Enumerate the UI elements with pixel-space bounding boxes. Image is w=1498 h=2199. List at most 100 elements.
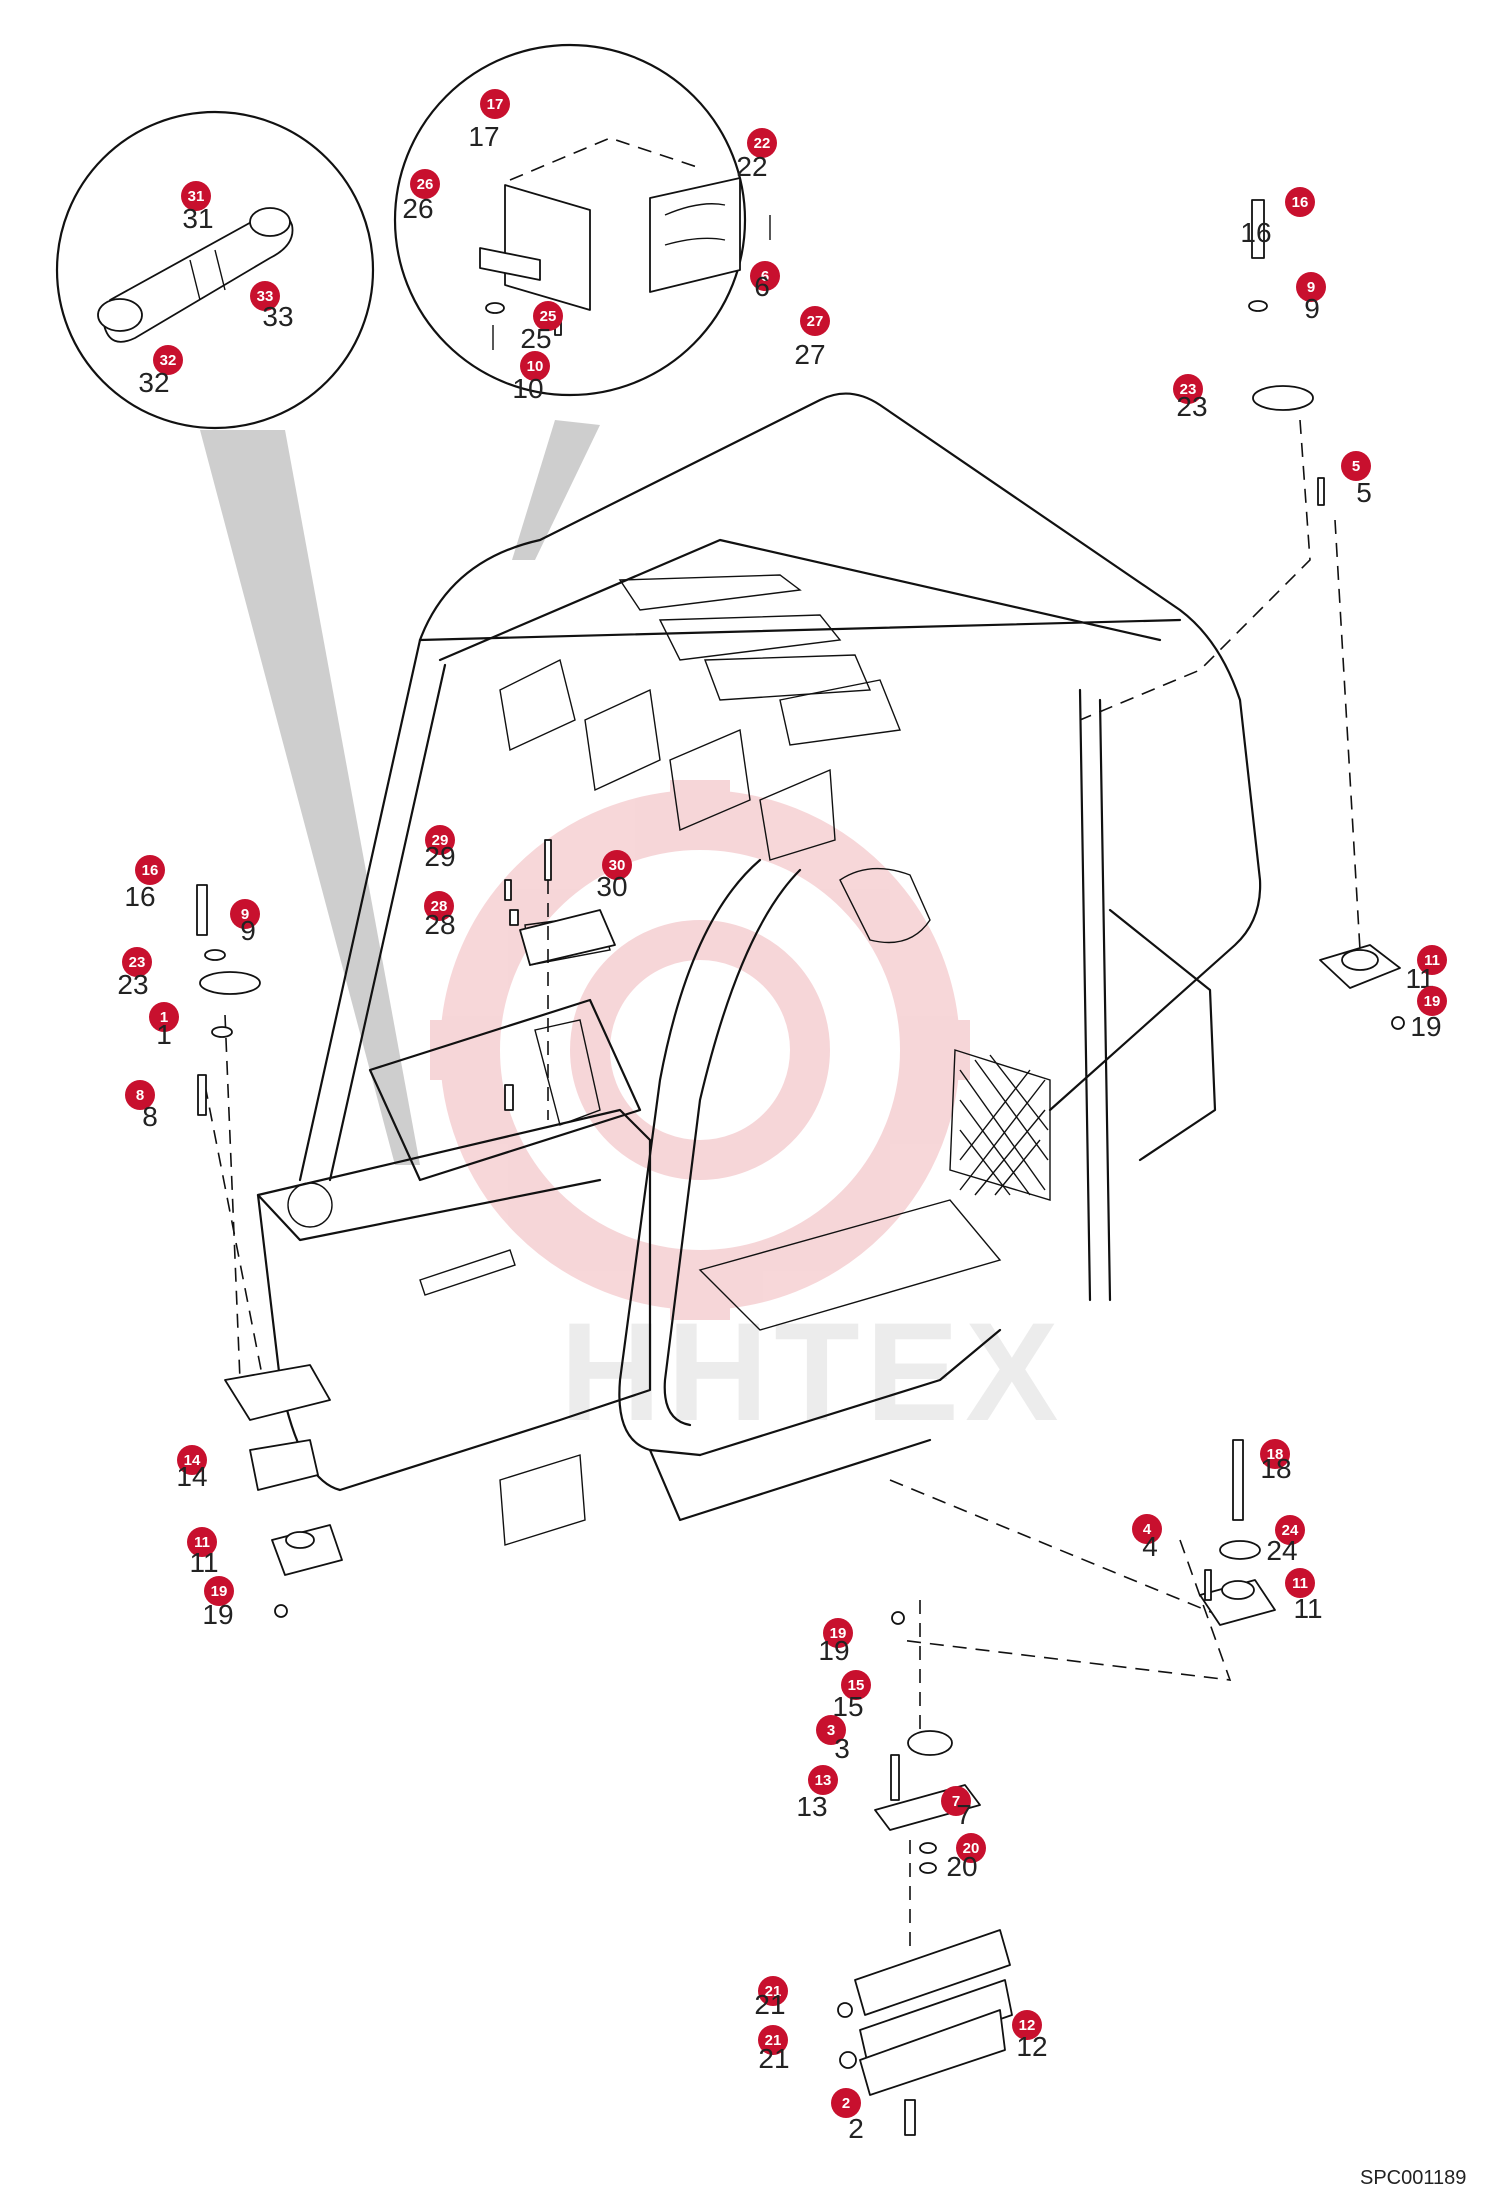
callout-badge-number: 3: [827, 1722, 835, 1739]
callout-badge-number: 10: [527, 358, 544, 375]
callout-badge[interactable]: [941, 1786, 971, 1816]
callout-badge[interactable]: [750, 261, 780, 291]
callout-badge[interactable]: [181, 181, 211, 211]
callout-part-label: 22: [736, 151, 767, 182]
callout-badge[interactable]: [841, 1670, 871, 1700]
callout-badge[interactable]: [1285, 1568, 1315, 1598]
callout-badge-number: 9: [1307, 279, 1315, 296]
callout-badge[interactable]: [800, 306, 830, 336]
callout-part-label: 14: [176, 1461, 207, 1492]
callout-part-label: 30: [596, 871, 627, 902]
callout-badge[interactable]: [177, 1445, 207, 1475]
callout-badge-number: 11: [1292, 1575, 1308, 1592]
callout-badge-number: 26: [417, 176, 434, 193]
callout-part-label: 18: [1260, 1453, 1291, 1484]
watermark-text: HHTEX: [560, 1293, 1064, 1450]
callout-badge[interactable]: [1417, 945, 1447, 975]
callout-part-label: 24: [1266, 1535, 1297, 1566]
callout-badge[interactable]: [187, 1527, 217, 1557]
callout-badge-number: 19: [1424, 993, 1441, 1010]
callout-badge-number: 8: [136, 1087, 144, 1104]
callout-badge[interactable]: [122, 947, 152, 977]
callout-badge[interactable]: [831, 2088, 861, 2118]
callout-badge[interactable]: [823, 1618, 853, 1648]
callout-c5: 55: [1341, 451, 1372, 508]
callout-badge[interactable]: [747, 128, 777, 158]
callout-badge-number: 19: [830, 1625, 847, 1642]
callout-c3: 33: [816, 1715, 850, 1764]
callout-badge[interactable]: [230, 899, 260, 929]
callout-badge-number: 11: [194, 1534, 210, 1551]
magnifier-cone-right: [512, 420, 600, 560]
callout-badge-number: 9: [241, 906, 249, 923]
callout-badge[interactable]: [808, 1765, 838, 1795]
callout-badge[interactable]: [1341, 451, 1371, 481]
callout-badge-number: 2: [842, 2095, 850, 2112]
callout-badge[interactable]: [153, 345, 183, 375]
callout-part-label: 8: [142, 1101, 158, 1132]
callout-badge[interactable]: [1285, 187, 1315, 217]
callout-badge[interactable]: [480, 89, 510, 119]
callout-badge-number: 7: [952, 1793, 960, 1810]
callout-badge-number: 13: [815, 1772, 832, 1789]
callout-badge-number: 5: [1352, 458, 1360, 475]
callout-badge-number: 1: [160, 1009, 168, 1026]
callout-badge[interactable]: [602, 850, 632, 880]
callout-badge[interactable]: [1132, 1514, 1162, 1544]
callout-badge-number: 6: [761, 268, 769, 285]
callout-part-label: 25: [520, 323, 551, 354]
callout-badge[interactable]: [410, 169, 440, 199]
callout-layer: 3131333332321717262625251010222266272716…: [117, 89, 1447, 2144]
callout-part-label: 9: [240, 915, 256, 946]
callout-badge[interactable]: [1417, 986, 1447, 1016]
callout-badge[interactable]: [758, 2025, 788, 2055]
callout-badge[interactable]: [424, 891, 454, 921]
callout-part-label: 23: [117, 969, 148, 1000]
callout-badge-number: 21: [765, 1983, 782, 2000]
callout-badge-number: 16: [1292, 194, 1309, 211]
callout-badge[interactable]: [425, 825, 455, 855]
callout-badge[interactable]: [1296, 272, 1326, 302]
callout-badge-number: 25: [540, 308, 557, 325]
callout-badge-number: 4: [1143, 1521, 1152, 1538]
callout-badge-number: 11: [1424, 952, 1440, 969]
callout-badge[interactable]: [816, 1715, 846, 1745]
callout-badge[interactable]: [1012, 2010, 1042, 2040]
callout-c7: 77: [941, 1786, 972, 1830]
callout-badge-number: 33: [257, 288, 274, 305]
callout-badge[interactable]: [250, 281, 280, 311]
callout-c4: 44: [1132, 1514, 1162, 1562]
callout-badge-number: 31: [188, 188, 205, 205]
callout-badge[interactable]: [758, 1976, 788, 2006]
callout-badge[interactable]: [204, 1576, 234, 1606]
callout-badge-number: 23: [129, 954, 146, 971]
callout-badge[interactable]: [520, 351, 550, 381]
callout-badge[interactable]: [125, 1080, 155, 1110]
callout-part-label: 3: [834, 1733, 850, 1764]
callout-badge[interactable]: [135, 855, 165, 885]
callout-badge[interactable]: [956, 1833, 986, 1863]
callout-badge[interactable]: [1275, 1515, 1305, 1545]
callout-part-label: 19: [202, 1599, 233, 1630]
callout-part-label: 13: [796, 1791, 827, 1822]
callout-badge[interactable]: [149, 1002, 179, 1032]
callout-badge[interactable]: [533, 301, 563, 331]
callout-badge[interactable]: [1260, 1439, 1290, 1469]
callout-badge[interactable]: [1173, 374, 1203, 404]
callout-part-label: 32: [138, 367, 169, 398]
callout-part-label: 33: [262, 301, 293, 332]
callout-part-label: 16: [124, 881, 155, 912]
